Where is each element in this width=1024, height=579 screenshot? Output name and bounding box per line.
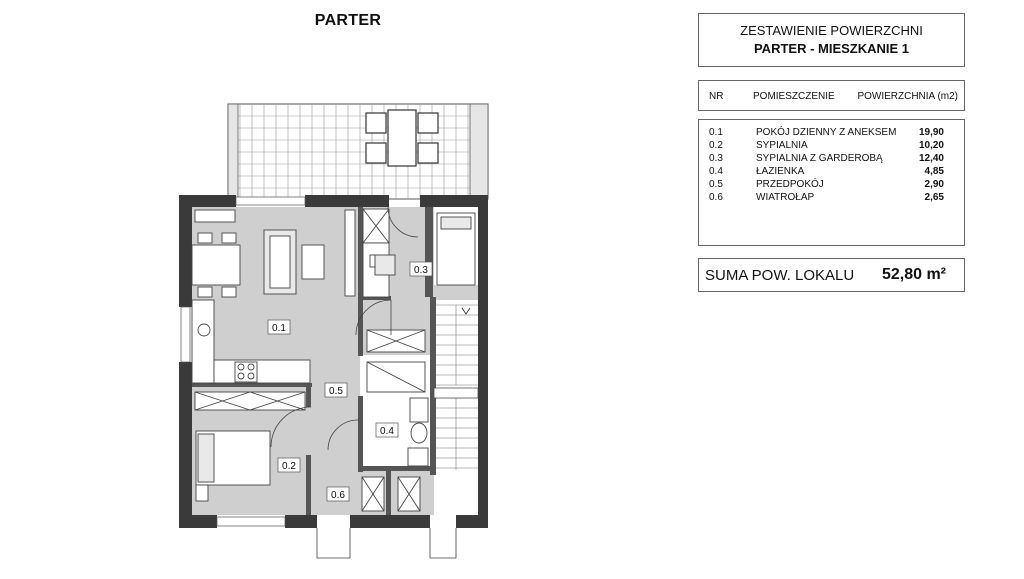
kitchen [191,299,311,384]
summary-column-headers: NR POMIESZCZENIE POWIERZCHNIA (m2) [698,80,965,111]
row-name: PRZEDPOKÓJ [756,179,824,190]
stair-landing [433,387,479,399]
row-name: WIATROŁAP [756,192,815,203]
room-label-01: 0.1 [272,323,286,334]
summary-table: 0.1 POKÓJ DZIENNY Z ANEKSEM 19,90 0.2 SY… [698,119,965,246]
room-label-04: 0.4 [380,426,394,437]
row-name: SYPIALNIA Z GARDEROBĄ [756,153,883,164]
row-area: 19,90 [918,127,944,138]
outer-walls [179,195,488,528]
bedroom-03-furniture [362,208,476,298]
row-nr: 0.1 [709,127,723,138]
table-row: 0.6 WIATROŁAP 2,65 [699,191,964,204]
bathroom-fixtures [366,329,429,467]
terrace-door [235,196,306,206]
col-room: POMIESZCZENIE [753,91,835,102]
bedroom-02-furniture [194,391,306,502]
room-labels: 0.1 0.2 0.3 0.4 0.5 0.6 [267,261,433,502]
room-label-02: 0.2 [282,461,296,472]
total-value: 52,80 m² [881,266,946,283]
summary-title: ZESTAWIENIE POWIERZCHNI [740,23,923,38]
kitchen-window [180,306,191,363]
wardrobes [361,476,421,512]
row-name: POKÓJ DZIENNY Z ANEKSEM [756,127,897,138]
terrace-table [365,109,439,167]
summary-header: ZESTAWIENIE POWIERZCHNI PARTER - MIESZKA… [698,13,965,67]
row-area: 2,90 [924,179,944,190]
total-label: SUMA POW. LOKALU [705,267,855,284]
table-row: 0.1 POKÓJ DZIENNY Z ANEKSEM 19,90 [699,126,964,139]
col-area: POWIERZCHNIA (m2) [857,91,958,102]
inner-walls [192,207,436,515]
sofa [263,209,356,297]
row-nr: 0.5 [709,179,723,190]
row-area: 4,85 [924,166,944,177]
row-name: ŁAZIENKA [756,166,805,177]
row-nr: 0.6 [709,192,723,203]
dining-set [191,209,241,298]
room-label-06: 0.6 [331,490,345,501]
row-name: SYPIALNIA [756,140,808,151]
table-row: 0.2 SYPIALNIA 10,20 [699,139,964,152]
floor-plan: 0.1 0.2 0.3 0.4 0.5 0.6 [179,103,489,559]
bedroom-window [216,516,286,527]
summary-subtitle: PARTER - MIESZKANIE 1 [753,41,910,56]
table-row: 0.4 ŁAZIENKA 4,85 [699,165,964,178]
row-nr: 0.2 [709,140,723,151]
terrace [227,103,489,200]
row-area: 2,65 [924,192,944,203]
total-area-box: SUMA POW. LOKALU 52,80 m² [698,258,965,292]
col-nr: NR [709,91,724,102]
room-label-05: 0.5 [329,386,343,397]
room-label-03: 0.3 [414,265,428,276]
table-row: 0.5 PRZEDPOKÓJ 2,90 [699,178,964,191]
row-nr: 0.3 [709,153,723,164]
door-swings [270,206,457,559]
plan-title: PARTER [314,12,382,29]
row-area: 12,40 [918,153,944,164]
row-area: 10,20 [918,140,944,151]
row-nr: 0.4 [709,166,723,177]
table-row: 0.3 SYPIALNIA Z GARDEROBĄ 12,40 [699,152,964,165]
